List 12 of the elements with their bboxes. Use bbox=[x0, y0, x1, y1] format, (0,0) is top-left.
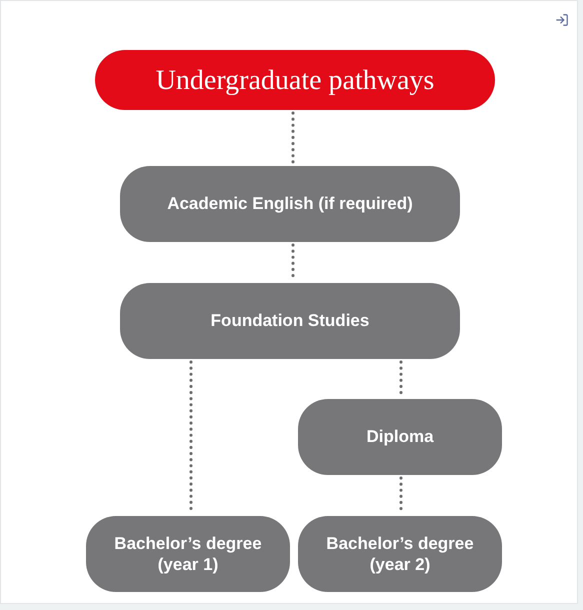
node-label: Bachelor’s degree (year 1) bbox=[113, 532, 263, 576]
process-box bbox=[298, 516, 502, 592]
node-label: Foundation Studies bbox=[210, 310, 370, 332]
node-label: Diploma bbox=[366, 426, 434, 448]
node-label: Undergraduate pathways bbox=[156, 64, 434, 98]
process-box bbox=[298, 399, 502, 475]
process-box bbox=[120, 283, 460, 359]
process-box bbox=[120, 166, 460, 242]
dotted-connector bbox=[292, 112, 294, 164]
process-box bbox=[86, 516, 290, 592]
node-label: Academic English (if required) bbox=[167, 193, 413, 215]
node-label: Bachelor’s degree (year 2) bbox=[325, 532, 475, 576]
